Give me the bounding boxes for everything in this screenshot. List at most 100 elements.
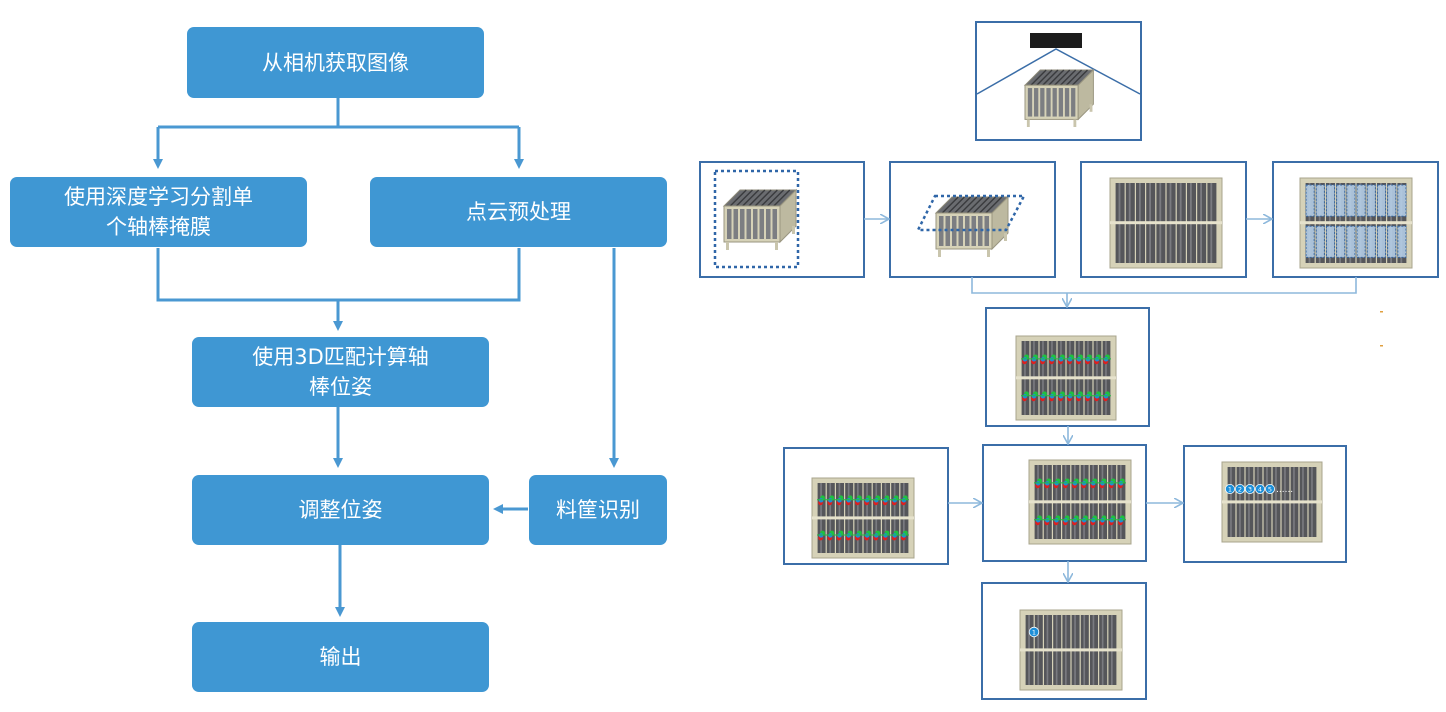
camera-scene <box>976 33 1141 95</box>
bin-render-segmented-top-rod <box>754 189 772 207</box>
stray-dot-2 <box>1380 345 1383 347</box>
bin-render-camera-front-rod <box>1034 88 1039 117</box>
rods-masked-view-mask <box>1325 184 1336 217</box>
index-badge-label-3: 3 <box>1248 485 1252 493</box>
rods-masked-view-mask <box>1397 184 1407 217</box>
step-bin-label: 料筐识别 <box>556 498 640 522</box>
conn-merge-bar <box>971 277 1357 294</box>
index-badge-label-1: 1 <box>1228 485 1232 493</box>
index-badge-4 <box>1255 483 1266 494</box>
step-adjust-pose: 调整位姿 <box>192 475 489 545</box>
rods-masked-view-mask <box>1325 225 1336 258</box>
bin-render-plane-front-rod <box>971 216 976 246</box>
rods-masked-view-mask <box>1346 184 1356 217</box>
indexed-rods-view <box>1221 461 1323 543</box>
step-capture-label: 从相机获取图像 <box>262 50 409 75</box>
bin-render-plane-top-rod <box>966 196 984 214</box>
bin-render-camera-top-rod <box>1071 69 1088 86</box>
bin-render-camera-top-rod <box>1042 69 1059 86</box>
bin-render-camera-front-rod <box>1064 88 1070 117</box>
stray-dot-1 <box>1380 311 1383 313</box>
step-3d-matching: 使用3D匹配计算轴 棒位姿 <box>192 337 489 407</box>
rods-masked-view-mask <box>1315 225 1325 258</box>
bin-top-views <box>811 177 1413 691</box>
bin-render-plane-leg <box>987 249 990 257</box>
camera-view-cone <box>976 48 1141 95</box>
rods-masked-view-mask <box>1346 225 1356 258</box>
adjusted-poses-view-shelf <box>1029 500 1131 504</box>
bin-render-segmented-front-rod <box>753 209 758 239</box>
index-badge-label-4: 4 <box>1258 485 1262 493</box>
bin-render-segmented-top-rod <box>735 189 753 207</box>
rods-masked-view-mask <box>1376 184 1387 217</box>
bin-render-segmented-front-rod <box>733 209 738 239</box>
output-rod-view-shelf <box>1020 648 1122 652</box>
bin-render-plane-top-rod <box>979 196 997 214</box>
output-index-badge <box>1028 626 1040 638</box>
step-match-label-line1: 使用3D匹配计算轴 <box>252 345 429 369</box>
bin-render-camera <box>1023 68 1095 127</box>
bin-render-camera-leg <box>1026 119 1030 127</box>
index-badge-label-2: 2 <box>1238 485 1242 493</box>
step-segment-mask: 使用深度学习分割单 个轴棒掩膜 <box>10 177 307 247</box>
bin-render-camera-front-rod <box>1040 88 1045 117</box>
adjusted-poses-view <box>1028 459 1132 545</box>
rods-masked-view-mask <box>1376 225 1387 258</box>
rods-masked-view-mask <box>1305 184 1315 217</box>
bin-render-segmented-front-rod <box>772 209 777 239</box>
bin-render-segmented-front-rod <box>746 209 751 239</box>
step-bin-detection: 料筐识别 <box>529 475 667 545</box>
bin-render-plane-top-rod <box>941 196 959 214</box>
bin-render-segmented-leg <box>726 242 729 250</box>
bin-render-plane-leg <box>938 249 941 257</box>
bin-render-segmented-front-rod <box>766 209 771 239</box>
bin-render-plane-top-rod <box>960 196 978 214</box>
indexed-rods-view-shelf <box>1222 500 1322 504</box>
index-badge-5 <box>1265 483 1276 494</box>
rods-masked-view-mask <box>1387 184 1397 217</box>
bin-render-camera-top-rod <box>1036 69 1053 86</box>
index-badge-2 <box>1235 483 1246 494</box>
step-adjust-label: 调整位姿 <box>298 498 383 522</box>
bin-render-plane-front-rod <box>965 216 970 246</box>
camera-icon <box>1030 33 1082 48</box>
bin-render-segmented-top-rod <box>760 189 778 207</box>
step-segment-label-line2: 个轴棒掩膜 <box>106 215 211 239</box>
bin-render-plane-top-rod <box>954 196 972 214</box>
bin-3d-renders <box>722 68 1095 257</box>
step-preprocess-label: 点云预处理 <box>466 200 571 224</box>
bin-render-segmented-top-rod <box>773 189 791 207</box>
rods-masked-view-mask <box>1366 184 1376 217</box>
bin-render-segmented-front-rod <box>727 209 732 239</box>
rods-masked-view-mask <box>1356 184 1366 217</box>
step-output: 输出 <box>192 622 489 692</box>
bin-render-plane-front-rod <box>952 216 957 246</box>
bin-poses-view <box>811 477 915 559</box>
illustration-connectors <box>864 219 1357 582</box>
bin-render-camera-front-rod <box>1027 88 1033 117</box>
rods-topview <box>1109 177 1223 269</box>
rods-masked-view-mask <box>1397 225 1407 258</box>
output-index-badge-label: 1 <box>1032 629 1036 637</box>
bin-render-segmented-top-rod <box>742 189 760 207</box>
rod-poses-view-shelf <box>1016 376 1116 380</box>
bin-render-plane-leg <box>1004 233 1007 241</box>
bin-render-camera-top-rod <box>1048 69 1065 86</box>
bin-render-plane-top-rod <box>985 196 1003 214</box>
step-capture-image: 从相机获取图像 <box>187 27 484 98</box>
step-segment-label-line1: 使用深度学习分割单 <box>64 185 253 209</box>
bin-poses-view-shelf <box>812 516 914 520</box>
bin-render-camera-leg <box>1089 104 1093 112</box>
step-match-label-line2: 棒位姿 <box>309 375 372 399</box>
bin-render-camera-front-rod <box>1058 88 1063 117</box>
bin-render-segmented-leg <box>775 242 778 250</box>
rods-masked-view-mask <box>1366 225 1376 258</box>
rods-masked-view-mask <box>1315 184 1325 217</box>
bin-render-camera-front-rod <box>1071 88 1076 117</box>
bin-render-plane-front-rod <box>958 216 963 246</box>
rods-masked-view <box>1299 177 1413 269</box>
bin-render-camera-leg <box>1073 119 1077 127</box>
index-ellipsis: ...... <box>1276 485 1293 495</box>
